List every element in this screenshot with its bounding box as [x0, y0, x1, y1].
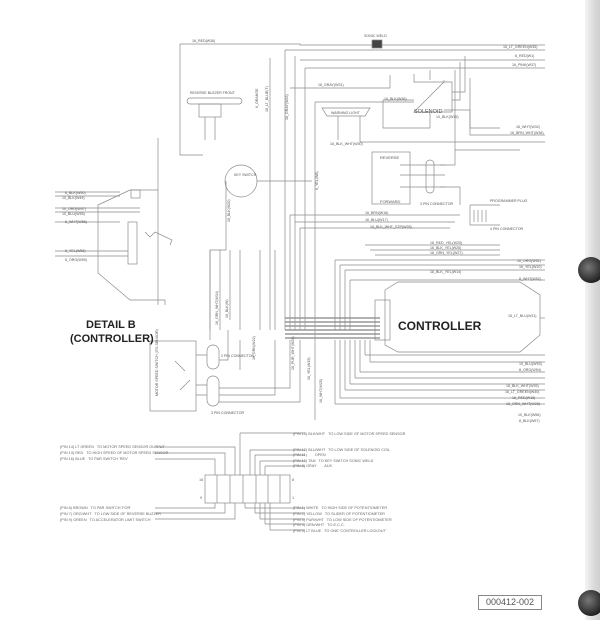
vertical-label-orange: 6_ORANGE — [255, 88, 259, 108]
wire-label-blk-yel: 16_BLK_YEL(W26) — [430, 246, 461, 250]
svg-text:16_GRN(W22): 16_GRN(W22) — [252, 336, 256, 360]
wire-label-blu: 16_BLU(W17) — [365, 218, 388, 222]
three-pin-connector-lower-label: 3 PIN CONNECTOR — [211, 411, 244, 415]
binder-shadow — [585, 0, 600, 620]
svg-text:16_LT_GREEN(W40): 16_LT_GREEN(W40) — [505, 390, 539, 394]
wire-label-gray: 16_GRAY(W31) — [318, 83, 344, 87]
svg-text:10_BLU(W55): 10_BLU(W55) — [62, 212, 85, 216]
svg-text:16_GRN_WHT(W34): 16_GRN_WHT(W34) — [215, 291, 219, 325]
pin-mark-8: 8 — [292, 478, 294, 482]
sonic-weld-label: SONIC WELD — [364, 34, 387, 38]
svg-text:10_BLU(W53): 10_BLU(W53) — [519, 362, 542, 366]
pin-mark-9: 9 — [200, 496, 202, 500]
right-wire-labels: 10_ORG(W51) 16_YEL(W10) 8_WHT(W52) 16_LT… — [505, 259, 542, 423]
wire-label-red-6: 6_RED(W1) — [515, 54, 534, 58]
wire-label-blk-wht: 16_BLK_WHT(W30) — [330, 142, 363, 146]
four-pin-connector-label: 4 PIN CONNECTOR — [490, 227, 523, 231]
solenoid-label: SOLENOID — [414, 109, 442, 115]
svg-text:16_GRN_WHT(W28): 16_GRN_WHT(W28) — [506, 402, 540, 406]
svg-text:6_ORG(W59): 6_ORG(W59) — [65, 258, 87, 262]
svg-text:16_PUR_WHT(W29): 16_PUR_WHT(W29) — [291, 336, 295, 370]
vertical-label-yel: 6_YEL(W8) — [315, 171, 319, 190]
svg-text:6_YEL(W58): 6_YEL(W58) — [65, 249, 86, 253]
warning-light-label: WARNING LIGHT — [331, 111, 361, 115]
binder-hole-top — [578, 257, 600, 283]
key-switch-label: KEY SWITCH — [234, 173, 257, 177]
three-pin-connector-label: 3 PIN CONNECTOR — [420, 202, 453, 206]
vertical-label-blk: 16_BLK(W20) — [227, 199, 231, 222]
wire-label-solenoid-left: 10_BLK(W36) — [384, 97, 407, 101]
programmer-plug-label: PROGRAMMER PLUG — [490, 199, 528, 203]
detail-title-line2: (CONTROLLER) — [70, 333, 154, 345]
vertical-label-gray: 16_GRAY(W23) — [285, 94, 289, 120]
pin-mark-1: 1 — [292, 496, 294, 500]
controller-label: CONTROLLER — [398, 319, 482, 333]
left-detail-labels: 6_BLK(W50) 10_BLK(W49) 10_ORG(W47) 10_BL… — [62, 191, 87, 262]
wire-label-lt-green: 16_LT_GREEN(W35) — [503, 45, 537, 49]
wire-label-brn: 16_BRN(W16) — [365, 211, 388, 215]
wire-label-solenoid-right: 10_BLK(W35) — [436, 115, 459, 119]
svg-text:10_BLK(W56): 10_BLK(W56) — [518, 413, 541, 417]
svg-text:16_LT_BLU(W11): 16_LT_BLU(W11) — [508, 314, 536, 318]
svg-text:6_WHT(W56): 6_WHT(W56) — [65, 220, 87, 224]
svg-text:10_BLK(W49): 10_BLK(W49) — [62, 196, 85, 200]
wire-label-blk-wht-stp: 16_BLK_WHT_STP(W28) — [370, 225, 412, 229]
reverse-label: REVERSE — [380, 155, 399, 160]
wire-label-red-yel: 16_RED_YEL(W25) — [430, 241, 462, 245]
wire-label-pink: 16_PINK(W37) — [512, 63, 536, 67]
wire-label-grn-yel: 16_GRN_YEL(W27) — [430, 251, 463, 255]
svg-text:10_ORG(W47): 10_ORG(W47) — [62, 207, 86, 211]
two-pin-connector-label: 2 PIN CONNECTOR — [221, 354, 254, 358]
svg-text:8_BLK(W57): 8_BLK(W57) — [519, 419, 540, 423]
svg-text:(PIN 11)OPEN: (PIN 11)OPEN — [293, 453, 326, 457]
svg-text:16_BLK(W): 16_BLK(W) — [225, 299, 229, 318]
svg-text:16_YEL(W19): 16_YEL(W19) — [307, 357, 311, 380]
svg-text:10_ORG(W51): 10_ORG(W51) — [517, 259, 541, 263]
lower-vertical-labels: 16_GRN_WHT(W34) 16_BLK(W) 16_GRN(W22) 16… — [215, 291, 323, 403]
svg-text:16_WHT(W25): 16_WHT(W25) — [319, 379, 323, 403]
wire-label-red: 16_RED(W36) — [192, 39, 215, 43]
forward-label: FORWARD — [380, 199, 401, 204]
svg-text:16_YEL(W10): 16_YEL(W10) — [519, 265, 542, 269]
wire-label-blk-yel-14: 16_BLK_YEL(W14) — [430, 270, 461, 274]
motor-speed-sensor-label: MOTOR SPEED SWITCH (ITS SENSOR) — [155, 329, 159, 396]
svg-text:8_ORG(W54): 8_ORG(W54) — [519, 368, 541, 372]
detail-title-line1: DETAIL B — [86, 319, 136, 331]
pin-mark-16: 16 — [199, 478, 203, 482]
svg-text:16_RED(W18): 16_RED(W18) — [512, 396, 535, 400]
reverse-buzzer-label: REVERSE BUZZER FRONT — [190, 91, 236, 95]
wire-label-wht: 16_WHT(W32) — [516, 125, 540, 129]
reference-number: 000412-002 — [478, 595, 542, 610]
wire-label-brn-wht: 16_BRN_WHT(W38) — [510, 131, 544, 135]
svg-text:16_BLK_WHT(W39): 16_BLK_WHT(W39) — [506, 384, 539, 388]
binder-hole-bottom — [578, 590, 600, 616]
svg-text:6_BLK(W50): 6_BLK(W50) — [65, 191, 86, 195]
vertical-label-lt-blue: 16_LT_BLUE(T) — [265, 86, 269, 112]
svg-text:8_WHT(W52): 8_WHT(W52) — [519, 277, 541, 281]
